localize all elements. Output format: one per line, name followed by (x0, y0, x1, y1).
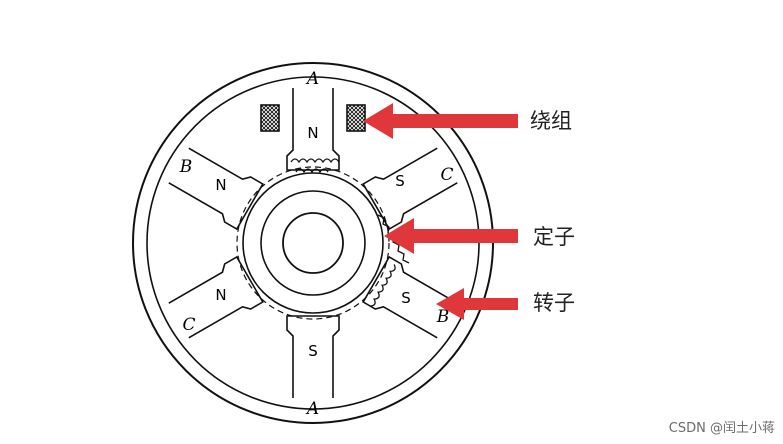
stator-pole-bottom (286, 315, 340, 398)
phase-label-upper-left: B (179, 157, 193, 177)
stator-poles (168, 88, 458, 398)
callout-rotor-label: 转子 (533, 291, 575, 315)
callout-stator-label: 定子 (533, 225, 575, 249)
callout-arrows (363, 103, 518, 320)
polarity-label-upper-right: S (395, 172, 405, 190)
stator-pole-upper-right (362, 147, 458, 231)
watermark: CSDN @闰土小蒋 (668, 421, 775, 436)
rotor (242, 168, 410, 314)
polarity-label-lower-right: S (401, 289, 411, 307)
polarity-label-lower-left: N (215, 286, 226, 304)
stator-teeth-top (290, 158, 340, 164)
stator-pole-upper-left (168, 147, 264, 231)
winding-coil-left (260, 104, 280, 132)
polarity-label-top: N (307, 124, 318, 142)
rotor-teeth-top (295, 168, 329, 174)
shaft (282, 212, 344, 274)
phase-label-top: A (305, 69, 319, 89)
air-gap-circle (236, 166, 390, 320)
stator-pole-lower-right (362, 255, 458, 339)
rotor-rim (260, 190, 366, 296)
callout-winding-label: 绕组 (530, 109, 572, 133)
polarity-label-upper-left: N (215, 176, 226, 194)
arrow-winding (363, 103, 518, 139)
phase-label-lower-right: B (436, 307, 450, 327)
winding-coil-right (346, 104, 366, 132)
stator-teeth-lower-right (370, 264, 396, 307)
arrow-stator (384, 218, 518, 254)
phase-label-upper-right: C (440, 165, 453, 185)
phase-label-lower-left: C (182, 315, 195, 335)
phase-label-bottom: A (305, 399, 319, 419)
arrow-rotor (436, 288, 518, 320)
polarity-label-bottom: S (308, 342, 318, 360)
stator-pole-lower-left (168, 255, 264, 339)
stator-teeth (290, 158, 396, 307)
